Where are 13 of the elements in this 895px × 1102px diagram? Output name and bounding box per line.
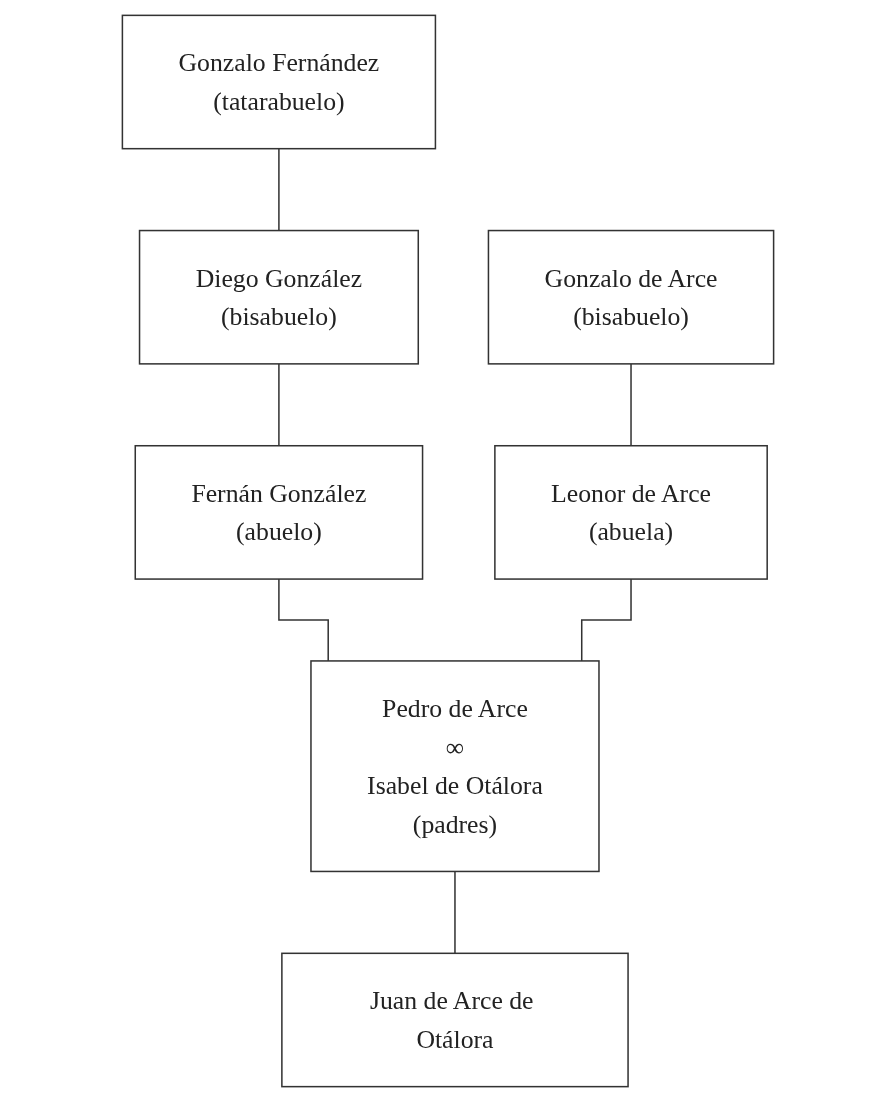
node-box: Gonzalo Fernández (tatarabuelo) [121, 14, 436, 150]
connector [277, 147, 280, 232]
connector [277, 578, 329, 662]
node-box: Diego González (bisabuelo) [138, 229, 419, 365]
node-box: Pedro de Arce ∞ Isabel de Otálora (padres) [309, 660, 600, 873]
node-box: Juan de Arce de Otálora [280, 952, 629, 1088]
connector [453, 870, 456, 955]
node-box: Fernán González (abuelo) [134, 445, 423, 580]
connector [277, 363, 280, 447]
node-box: Gonzalo de Arce (bisabuelo) [487, 229, 774, 365]
connector [580, 578, 632, 662]
node-box: Leonor de Arce (abuela) [493, 445, 768, 580]
connector [629, 363, 632, 447]
